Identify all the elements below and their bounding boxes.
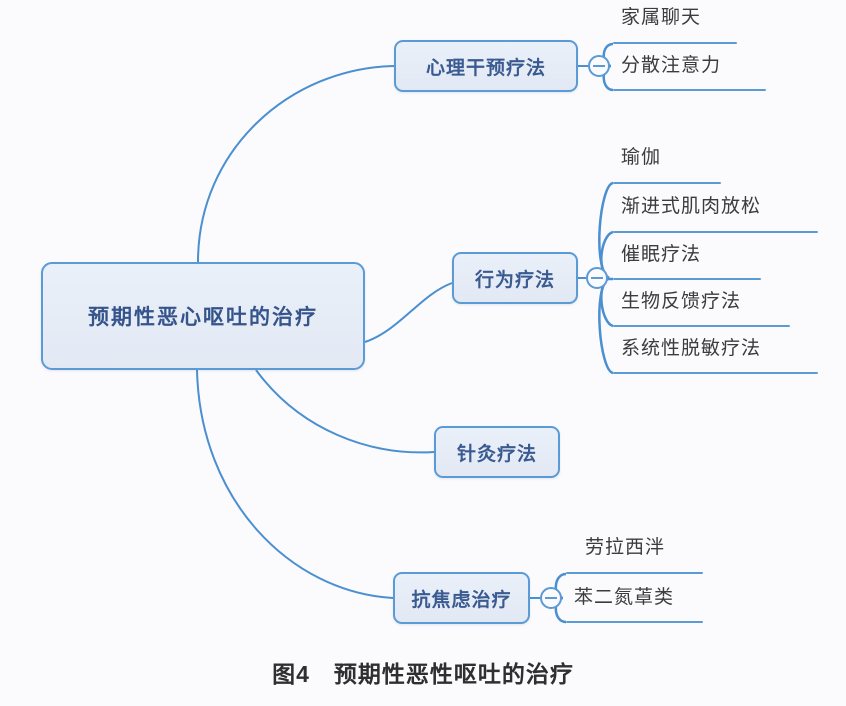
leaf-behavioral-2[interactable]: 催眠疗法 bbox=[621, 245, 701, 264]
leaf-behavioral-4-label: 系统性脱敏疗法 bbox=[621, 338, 762, 359]
leaf-underline-behavioral-1 bbox=[613, 231, 818, 233]
leaf-behavioral-1[interactable]: 渐进式肌肉放松 bbox=[621, 197, 761, 216]
link-root-to-acupuncture bbox=[255, 369, 435, 454]
branch-node-anxiolytic-label: 抗焦虑治疗 bbox=[411, 589, 512, 611]
leaf-behavioral-2-label: 催眠疗法 bbox=[621, 244, 702, 265]
leaf-underline-behavioral-4 bbox=[613, 372, 818, 374]
leaf-psychological-0-label: 家属聊天 bbox=[621, 7, 702, 28]
branch-node-psychological[interactable]: 心理干预疗法 bbox=[394, 40, 578, 92]
leaf-anxiolytic-1-label: 苯二氮䓬类 bbox=[574, 587, 675, 608]
branch-node-acupuncture[interactable]: 针灸疗法 bbox=[434, 426, 560, 478]
leaf-behavioral-1-label: 渐进式肌肉放松 bbox=[621, 196, 762, 217]
collapse-toggle-behavioral[interactable] bbox=[586, 267, 608, 289]
leaf-behavioral-0-label: 瑜伽 bbox=[621, 147, 662, 168]
leaf-behavioral-3[interactable]: 生物反馈疗法 bbox=[621, 292, 741, 311]
leaf-underline-psychological-0 bbox=[613, 42, 737, 44]
branch-node-anxiolytic[interactable]: 抗焦虑治疗 bbox=[393, 572, 530, 624]
leaf-behavioral-0[interactable]: 瑜伽 bbox=[621, 148, 661, 167]
branch-node-behavioral[interactable]: 行为疗法 bbox=[452, 252, 578, 304]
leaf-anxiolytic-1[interactable]: 苯二氮䓬类 bbox=[574, 588, 674, 607]
leaf-underline-behavioral-3 bbox=[613, 325, 790, 327]
leaf-underline-anxiolytic-0 bbox=[566, 572, 703, 574]
link-behavioral-to-child-4 bbox=[598, 276, 614, 375]
root-node-label: 预期性恶心呕吐的治疗 bbox=[88, 306, 318, 329]
leaf-underline-psychological-1 bbox=[613, 89, 766, 91]
link-root-to-anxiolytic bbox=[196, 369, 394, 599]
root-node[interactable]: 预期性恶心呕吐的治疗 bbox=[41, 262, 365, 370]
leaf-behavioral-4[interactable]: 系统性脱敏疗法 bbox=[621, 339, 761, 358]
leaf-psychological-0[interactable]: 家属聊天 bbox=[621, 8, 701, 27]
branch-node-psychological-label: 心理干预疗法 bbox=[425, 57, 546, 79]
leaf-underline-behavioral-0 bbox=[613, 182, 721, 184]
collapse-toggle-anxiolytic[interactable] bbox=[540, 587, 562, 609]
figure-caption: 图4 预期性恶性呕吐的治疗 bbox=[0, 655, 846, 689]
link-root-to-psychological bbox=[197, 65, 395, 263]
leaf-psychological-1[interactable]: 分散注意力 bbox=[621, 56, 721, 75]
leaf-psychological-1-label: 分散注意力 bbox=[621, 55, 722, 76]
figure-caption-text: 图4 预期性恶性呕吐的治疗 bbox=[272, 661, 574, 687]
leaf-underline-behavioral-2 bbox=[613, 278, 761, 280]
link-behavioral-to-child-0 bbox=[598, 181, 614, 280]
branch-node-behavioral-label: 行为疗法 bbox=[474, 269, 555, 291]
leaf-underline-anxiolytic-1 bbox=[566, 621, 703, 623]
leaf-behavioral-3-label: 生物反馈疗法 bbox=[621, 291, 742, 312]
collapse-toggle-psychological[interactable] bbox=[588, 55, 610, 77]
leaf-anxiolytic-0[interactable]: 劳拉西泮 bbox=[585, 538, 665, 557]
leaf-anxiolytic-0-label: 劳拉西泮 bbox=[585, 537, 666, 558]
branch-node-acupuncture-label: 针灸疗法 bbox=[456, 443, 537, 465]
link-root-to-behavioral bbox=[364, 282, 453, 343]
